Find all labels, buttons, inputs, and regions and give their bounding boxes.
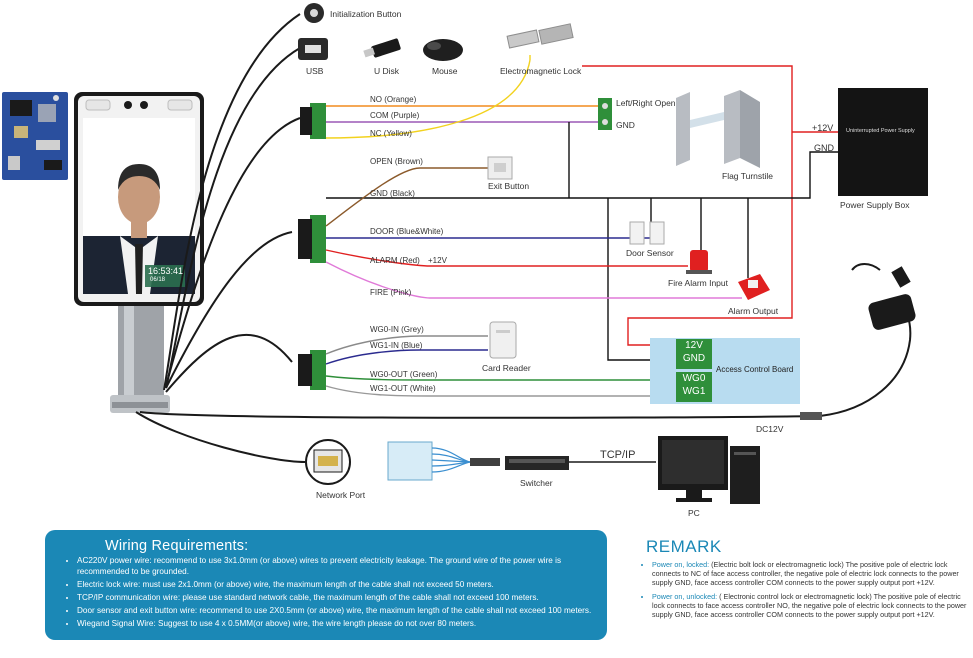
remark-item: Power on, locked: (Electric bolt lock or… bbox=[652, 560, 972, 587]
wire-label-wg0-in: WG0-IN (Grey) bbox=[370, 325, 424, 334]
terminal-time: 16:53:41 bbox=[148, 266, 184, 276]
wire-label-nc: NC (Yellow) bbox=[370, 129, 412, 138]
red-power-wires bbox=[582, 65, 838, 346]
remark-list: Power on, locked: (Electric bolt lock or… bbox=[640, 560, 972, 624]
label-ups: Uninterrupted Power Supply bbox=[846, 128, 915, 134]
label-exit-button: Exit Button bbox=[488, 181, 530, 191]
rj45-cable-icon bbox=[387, 441, 500, 481]
label-pc: PC bbox=[688, 508, 700, 518]
board-terminal-wg0: WG0 bbox=[682, 373, 706, 384]
board-terminal-12v: 12V bbox=[685, 340, 703, 351]
remark-title: REMARK bbox=[646, 537, 722, 556]
wire-label-no: NO (Orange) bbox=[370, 95, 417, 104]
label-left-right-open: Left/Right Open bbox=[616, 98, 676, 108]
wiring-requirements-box: Wiring Requirements: AC220V power wire: … bbox=[45, 530, 607, 640]
label-gnd-power: GND bbox=[814, 143, 834, 153]
label-plus12v: +12V bbox=[812, 123, 834, 133]
terminal-date: 06/18 bbox=[150, 277, 166, 283]
label-em-lock: Electromagnetic Lock bbox=[500, 66, 582, 76]
wiring-requirements-list: AC220V power wire: recommend to use 3x1.… bbox=[65, 556, 597, 632]
requirement-item: Door sensor and exit button wire: recomm… bbox=[77, 606, 597, 617]
door-sensor-icon bbox=[629, 221, 665, 245]
harness-cables bbox=[135, 13, 821, 463]
u-disk-icon bbox=[363, 38, 401, 58]
label-usb: USB bbox=[306, 66, 324, 76]
mainboard-image bbox=[2, 92, 68, 180]
dc-adapter-icon bbox=[800, 263, 916, 420]
label-power-supply-box: Power Supply Box bbox=[840, 200, 910, 210]
connector-1 bbox=[300, 103, 326, 139]
wire-label-alarm-12v: +12V bbox=[428, 256, 447, 265]
board-terminal-wg1: WG1 bbox=[682, 386, 706, 397]
label-gnd-turnstile: GND bbox=[616, 120, 635, 130]
label-switcher: Switcher bbox=[520, 478, 553, 488]
label-alarm-output: Alarm Output bbox=[728, 306, 779, 316]
remark-key: Power on, locked: bbox=[652, 560, 710, 569]
access-control-board bbox=[650, 338, 800, 404]
wire-label-alarm: ALARM (Red) bbox=[370, 256, 420, 265]
requirement-item: Electric lock wire: must use 2x1.0mm (or… bbox=[77, 580, 597, 591]
alarm-output-icon bbox=[738, 274, 770, 300]
board-terminal-gnd: GND bbox=[682, 353, 706, 364]
fire-alarm-icon bbox=[686, 250, 712, 274]
wire-label-wg1-in: WG1-IN (Blue) bbox=[370, 341, 423, 350]
remark-text: (Electric bolt lock or electromagnetic l… bbox=[652, 560, 959, 587]
electromagnetic-lock-icon bbox=[506, 23, 574, 49]
network-port-icon bbox=[305, 439, 351, 485]
wire-label-open: OPEN (Brown) bbox=[370, 157, 423, 166]
wire-label-door: DOOR (Blue&White) bbox=[370, 227, 444, 236]
wire-label-fire: FIRE (Pink) bbox=[370, 288, 412, 297]
turnstile-terminal bbox=[598, 98, 612, 130]
wiring-requirements-title: Wiring Requirements: bbox=[105, 538, 249, 554]
requirement-item: TCP/IP communication wire: please use st… bbox=[77, 593, 597, 604]
wire-label-com: COM (Purple) bbox=[370, 111, 420, 120]
label-flag-turnstile: Flag Turnstile bbox=[722, 171, 774, 181]
board-terminal-wiegand: WG0 WG1 bbox=[676, 372, 712, 402]
remark-key: Power on, unlocked: bbox=[652, 592, 718, 601]
switcher-icon bbox=[505, 456, 569, 470]
label-u-disk: U Disk bbox=[374, 66, 400, 76]
label-door-sensor: Door Sensor bbox=[626, 248, 674, 258]
usb-port-icon bbox=[298, 38, 328, 60]
flag-turnstile-icon bbox=[676, 90, 760, 168]
exit-button-icon bbox=[487, 156, 513, 180]
init-button-icon bbox=[304, 3, 324, 23]
power-supply-box bbox=[838, 88, 928, 196]
label-tcp-ip: TCP/IP bbox=[600, 449, 636, 461]
card-reader-icon bbox=[489, 321, 517, 359]
wire-group-1 bbox=[325, 59, 598, 139]
remark-text: ( Electronic control lock or electromagn… bbox=[652, 592, 967, 619]
wire-group-2 bbox=[325, 167, 742, 299]
label-network-port: Network Port bbox=[316, 490, 366, 500]
wire-label-gnd: GND (Black) bbox=[370, 189, 415, 198]
label-init-button: Initialization Button bbox=[330, 9, 402, 19]
remark-item: Power on, unlocked: ( Electronic control… bbox=[652, 592, 972, 619]
face-terminal bbox=[74, 92, 204, 413]
connector-3 bbox=[298, 350, 326, 390]
label-mouse: Mouse bbox=[432, 66, 458, 76]
pc-icon bbox=[658, 436, 760, 504]
label-dc12v: DC12V bbox=[756, 424, 784, 434]
label-access-control-board: Access Control Board bbox=[716, 365, 794, 374]
label-fire-alarm-input: Fire Alarm Input bbox=[668, 278, 728, 288]
wire-group-3 bbox=[325, 335, 676, 397]
mouse-icon bbox=[423, 39, 463, 61]
label-card-reader: Card Reader bbox=[482, 363, 531, 373]
connector-2 bbox=[298, 215, 326, 263]
wire-label-wg1-out: WG1-OUT (White) bbox=[370, 384, 436, 393]
board-terminal-power: 12V GND bbox=[676, 339, 712, 369]
requirement-item: Wiegand Signal Wire: Suggest to use 4 x … bbox=[77, 619, 597, 630]
wire-label-wg0-out: WG0-OUT (Green) bbox=[370, 370, 438, 379]
requirement-item: AC220V power wire: recommend to use 3x1.… bbox=[77, 556, 597, 577]
